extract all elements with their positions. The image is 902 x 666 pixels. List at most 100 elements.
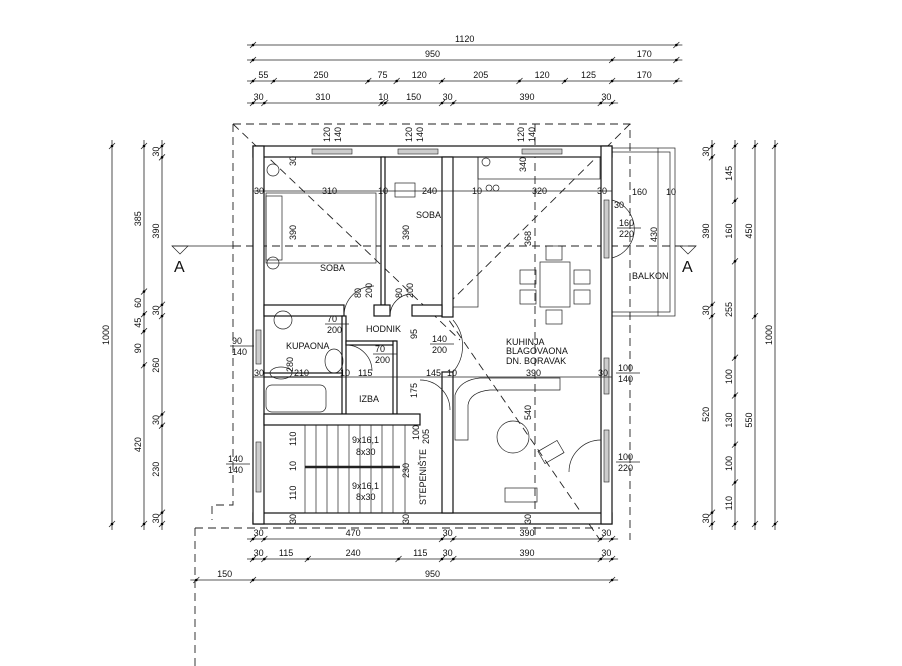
dimension-dot bbox=[160, 424, 164, 428]
dimension-label: 45 bbox=[133, 318, 143, 328]
stair-run-2-steps: 9x16,1 bbox=[352, 481, 379, 491]
dim-label: 280 bbox=[285, 357, 295, 372]
opening-height: 140 bbox=[527, 127, 537, 142]
opening-width: 140 bbox=[432, 334, 447, 344]
dimension-dot bbox=[306, 557, 310, 561]
dimension-label: 130 bbox=[724, 413, 734, 428]
room-soba-2: SOBA bbox=[416, 210, 441, 220]
dimension-label: 260 bbox=[151, 358, 161, 373]
opening-height: 200 bbox=[364, 283, 374, 298]
dimension-dot bbox=[142, 144, 146, 148]
dimension-label: 160 bbox=[724, 224, 734, 239]
dimension-label: 115 bbox=[279, 548, 293, 558]
staircase bbox=[304, 424, 406, 514]
dimension-label: 950 bbox=[425, 569, 440, 579]
dimension-label: 390 bbox=[151, 224, 161, 239]
stair-run-1-steps: 9x16,1 bbox=[352, 435, 379, 445]
dimension-label: 100 bbox=[724, 369, 734, 384]
dimension-label: 110 bbox=[724, 496, 734, 510]
dim-label: 175 bbox=[409, 383, 419, 398]
dim-label: 115 bbox=[358, 368, 372, 378]
dimension-dot bbox=[160, 511, 164, 514]
dimension-label: 55 bbox=[258, 70, 268, 80]
opening-height: 140 bbox=[618, 374, 633, 384]
furniture bbox=[265, 156, 601, 503]
dim-label: 430 bbox=[649, 227, 659, 242]
dim-label: 340 bbox=[518, 157, 528, 172]
roof-outline bbox=[194, 123, 700, 666]
dimension-label: 30 bbox=[443, 528, 453, 538]
dimension-dot bbox=[440, 79, 444, 83]
dim-label: 100 bbox=[411, 425, 421, 440]
dimension-dot bbox=[753, 314, 757, 318]
dimension-label: 385 bbox=[133, 211, 143, 226]
dimension-label: 250 bbox=[314, 70, 329, 80]
opening-width: 80 bbox=[353, 288, 363, 298]
section-marker-right: A bbox=[679, 245, 697, 276]
dimension-label: 90 bbox=[133, 343, 143, 353]
dimension-dot bbox=[610, 101, 614, 105]
dim-label: 205 bbox=[421, 429, 431, 444]
dimension-dot bbox=[733, 199, 737, 203]
dimension-label: 30 bbox=[701, 147, 711, 157]
dimension-dot bbox=[263, 537, 266, 541]
dimension-label: 30 bbox=[601, 92, 611, 102]
dimension-label: 30 bbox=[254, 548, 264, 558]
dimension-dot bbox=[251, 43, 255, 47]
dimension-dot bbox=[773, 522, 777, 526]
opening-width: 90 bbox=[232, 336, 242, 346]
dimension-dot bbox=[599, 537, 603, 541]
dimension-dot bbox=[251, 557, 255, 561]
dim-label: 30 bbox=[288, 156, 298, 166]
stair-run-2-treads: 8x30 bbox=[356, 492, 376, 502]
dimension-dot bbox=[733, 394, 737, 397]
doors bbox=[343, 199, 635, 473]
opening-width: 140 bbox=[228, 454, 243, 464]
dimension-dot bbox=[733, 144, 737, 148]
dimension-dot bbox=[263, 101, 266, 105]
dimension-dot bbox=[395, 79, 398, 83]
dimension-label: 1000 bbox=[101, 325, 111, 345]
dimension-label: 520 bbox=[701, 407, 711, 422]
section-label: A bbox=[174, 259, 185, 276]
dimension-dot bbox=[599, 101, 603, 105]
dimension-dot bbox=[675, 58, 678, 62]
dim-label: 240 bbox=[422, 186, 437, 196]
dim-label: 10 bbox=[666, 187, 676, 197]
opening-height: 140 bbox=[333, 127, 343, 142]
dimension-label: 390 bbox=[520, 92, 535, 102]
dimension-dot bbox=[251, 537, 255, 541]
dim-label: 30 bbox=[254, 186, 264, 196]
dim-label: 390 bbox=[526, 368, 541, 378]
dimension-dot bbox=[773, 144, 777, 148]
dimension-label: 390 bbox=[520, 548, 535, 558]
dimension-dot bbox=[675, 79, 678, 83]
dimension-label: 170 bbox=[637, 49, 652, 59]
room-hodnik: HODNIK bbox=[366, 324, 401, 334]
dim-label: 110 bbox=[288, 486, 298, 500]
dim-label: 160 bbox=[632, 187, 647, 197]
dim-label: 10 bbox=[447, 368, 457, 378]
dimension-dot bbox=[733, 443, 737, 446]
stair-run-1-treads: 8x30 bbox=[356, 447, 376, 457]
dimension-dot bbox=[733, 356, 737, 359]
opening-width: 70 bbox=[375, 344, 385, 354]
dimension-label: 390 bbox=[701, 224, 711, 239]
opening-width: 120 bbox=[404, 127, 414, 142]
dimension-dot bbox=[263, 557, 266, 561]
opening-width: 100 bbox=[618, 452, 633, 462]
dimension-label: 120 bbox=[412, 70, 427, 80]
dimension-label: 150 bbox=[217, 569, 232, 579]
dimension-label: 115 bbox=[413, 548, 427, 558]
dim-label: 10 bbox=[340, 368, 350, 378]
dimension-label: 120 bbox=[535, 70, 550, 80]
dimension-dot bbox=[160, 314, 164, 318]
room-kuhinja: KUHINJA bbox=[506, 337, 545, 347]
dimension-label: 450 bbox=[744, 224, 754, 239]
opening-height: 140 bbox=[232, 347, 247, 357]
dimension-label: 150 bbox=[406, 92, 421, 102]
dimension-dot bbox=[440, 537, 444, 541]
dimension-label: 205 bbox=[473, 70, 488, 80]
dimension-dot bbox=[397, 557, 400, 561]
